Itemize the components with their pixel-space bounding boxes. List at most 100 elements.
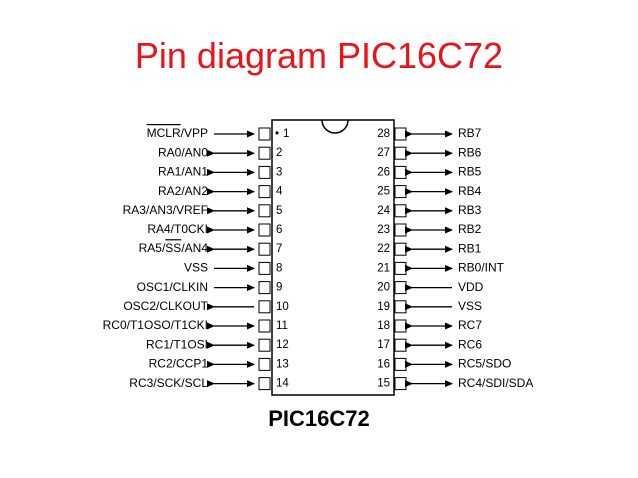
- pin-24: 24 RB3: [377, 203, 482, 218]
- pin-pad: [394, 281, 407, 295]
- pin-number: 6: [276, 224, 282, 236]
- pin-pad: [258, 357, 271, 371]
- pin-number: 17: [377, 339, 390, 351]
- pin-number: 16: [377, 358, 390, 370]
- pin-pad: [258, 242, 271, 256]
- pin-pad: [394, 185, 407, 199]
- pin-label-rc6: RC6: [458, 337, 482, 351]
- pin-pad: [258, 300, 271, 314]
- pin-label-ra5-ss-an4: RA5/SS/AN4: [139, 241, 209, 255]
- pin-number: 12: [276, 339, 289, 351]
- pin-label-ra1-an1: RA1/AN1: [158, 165, 208, 179]
- pin-label-rc7: RC7: [458, 318, 482, 332]
- pin-number: 4: [276, 186, 283, 198]
- pin-label-rc3-sck-scl: RC3/SCK/SCL: [129, 376, 208, 390]
- pin-label-ra0-an0: RA0/AN0: [158, 145, 208, 159]
- pin-label-rc2-ccp1: RC2/CCP1: [149, 357, 209, 371]
- pin-label-vdd: VDD: [458, 280, 484, 294]
- pin-10: OSC2/CLKOUT 10: [123, 299, 289, 314]
- pin-label-mclr-vpp: MCLR/VPP: [147, 126, 208, 140]
- pin-pad: [394, 377, 407, 391]
- page-title: Pin diagram PIC16C72: [134, 35, 504, 76]
- pin-15: 15 RC4/SDI/SDA: [377, 376, 533, 391]
- pin-11: RC0/T1OSO/T1CKI 11: [103, 318, 288, 333]
- pin1-dot-icon: •: [275, 128, 279, 140]
- pin-label-vss: VSS: [184, 261, 208, 275]
- pin-number: 5: [276, 205, 282, 217]
- pin-label-rb6: RB6: [458, 145, 482, 159]
- pin-label-rb4: RB4: [458, 184, 482, 198]
- pin-number: 18: [377, 320, 390, 332]
- pin-label-rb3: RB3: [458, 203, 482, 217]
- pin-27: 27 RB6: [377, 145, 482, 160]
- pin-number: 26: [377, 166, 390, 178]
- pin-4: RA2/AN2 4: [158, 184, 283, 199]
- pin-pad: [258, 127, 271, 141]
- pin-2: RA0/AN0 2: [158, 145, 282, 160]
- pin-label-ra3-an3-vref: RA3/AN3/VREF: [123, 203, 208, 217]
- pin-number: 19: [377, 301, 390, 313]
- pin-label-rb1: RB1: [458, 241, 482, 255]
- pin-number: 14: [276, 378, 289, 390]
- pin-label-rb0-int: RB0/INT: [458, 261, 505, 275]
- chip-notch: [321, 119, 349, 134]
- pin-pad: [394, 127, 407, 141]
- pin-number: 21: [377, 262, 390, 274]
- pin-18: 18 RC7: [377, 318, 482, 333]
- pin-number: 2: [276, 147, 282, 159]
- pin-label-rb2: RB2: [458, 222, 482, 236]
- pin-pad: [394, 300, 407, 314]
- pin-label-ra2-an2: RA2/AN2: [158, 184, 208, 198]
- pin-pad: [394, 319, 407, 333]
- pin-pad: [394, 223, 407, 237]
- pin-label-rc0-t1oso-t1cki: RC0/T1OSO/T1CKI: [103, 318, 208, 332]
- pin-number: 25: [377, 186, 390, 198]
- pin-number: 8: [276, 262, 282, 274]
- pin-25: 25 RB4: [377, 184, 482, 199]
- pin-number: 24: [377, 205, 390, 217]
- pin-13: RC2/CCP1 13: [149, 357, 289, 371]
- chip-body: [271, 119, 395, 396]
- pin-label-osc1-clkin: OSC1/CLKIN: [137, 280, 208, 294]
- pin-12: RC1/T1OSI 12: [146, 337, 289, 352]
- pin-number: 1: [283, 128, 289, 140]
- pin-label-rc1-t1osi: RC1/T1OSI: [146, 337, 208, 351]
- pin-label-ra4-t0cki: RA4/T0CKI: [147, 222, 208, 236]
- pin-pad: [394, 146, 407, 160]
- pin-22: 22 RB1: [377, 241, 482, 256]
- pin-5: RA3/AN3/VREF 5: [123, 203, 282, 218]
- pin-number: 13: [276, 358, 289, 370]
- pin-1: MCLR/VPP 1 •: [147, 126, 289, 141]
- pin-number: 3: [276, 166, 282, 178]
- pin-number: 10: [276, 301, 289, 313]
- pin-pad: [258, 377, 271, 391]
- pin-number: 28: [377, 128, 390, 140]
- pin-label-rc4-sdi-sda: RC4/SDI/SDA: [458, 376, 533, 390]
- pin-pad: [258, 261, 271, 275]
- pin-pad: [394, 242, 407, 256]
- pin-pad: [394, 165, 407, 179]
- pin-number: 20: [377, 282, 390, 294]
- pin-3: RA1/AN1 3: [158, 165, 282, 179]
- pin-20: 20 VDD: [377, 280, 484, 295]
- pin-pad: [394, 204, 407, 218]
- pin-pad: [258, 319, 271, 333]
- pin-pad: [258, 146, 271, 160]
- pin-label-osc2-clkout: OSC2/CLKOUT: [123, 299, 208, 313]
- chip-part-number: PIC16C72: [268, 406, 370, 431]
- pin-number: 27: [377, 147, 390, 159]
- pin-pad: [258, 281, 271, 295]
- pin-number: 15: [377, 378, 390, 390]
- pin-17: 17 RC6: [377, 337, 482, 352]
- pin-number: 11: [276, 320, 288, 332]
- pin-14: RC3/SCK/SCL 14: [129, 376, 289, 391]
- pin-number: 22: [377, 243, 390, 255]
